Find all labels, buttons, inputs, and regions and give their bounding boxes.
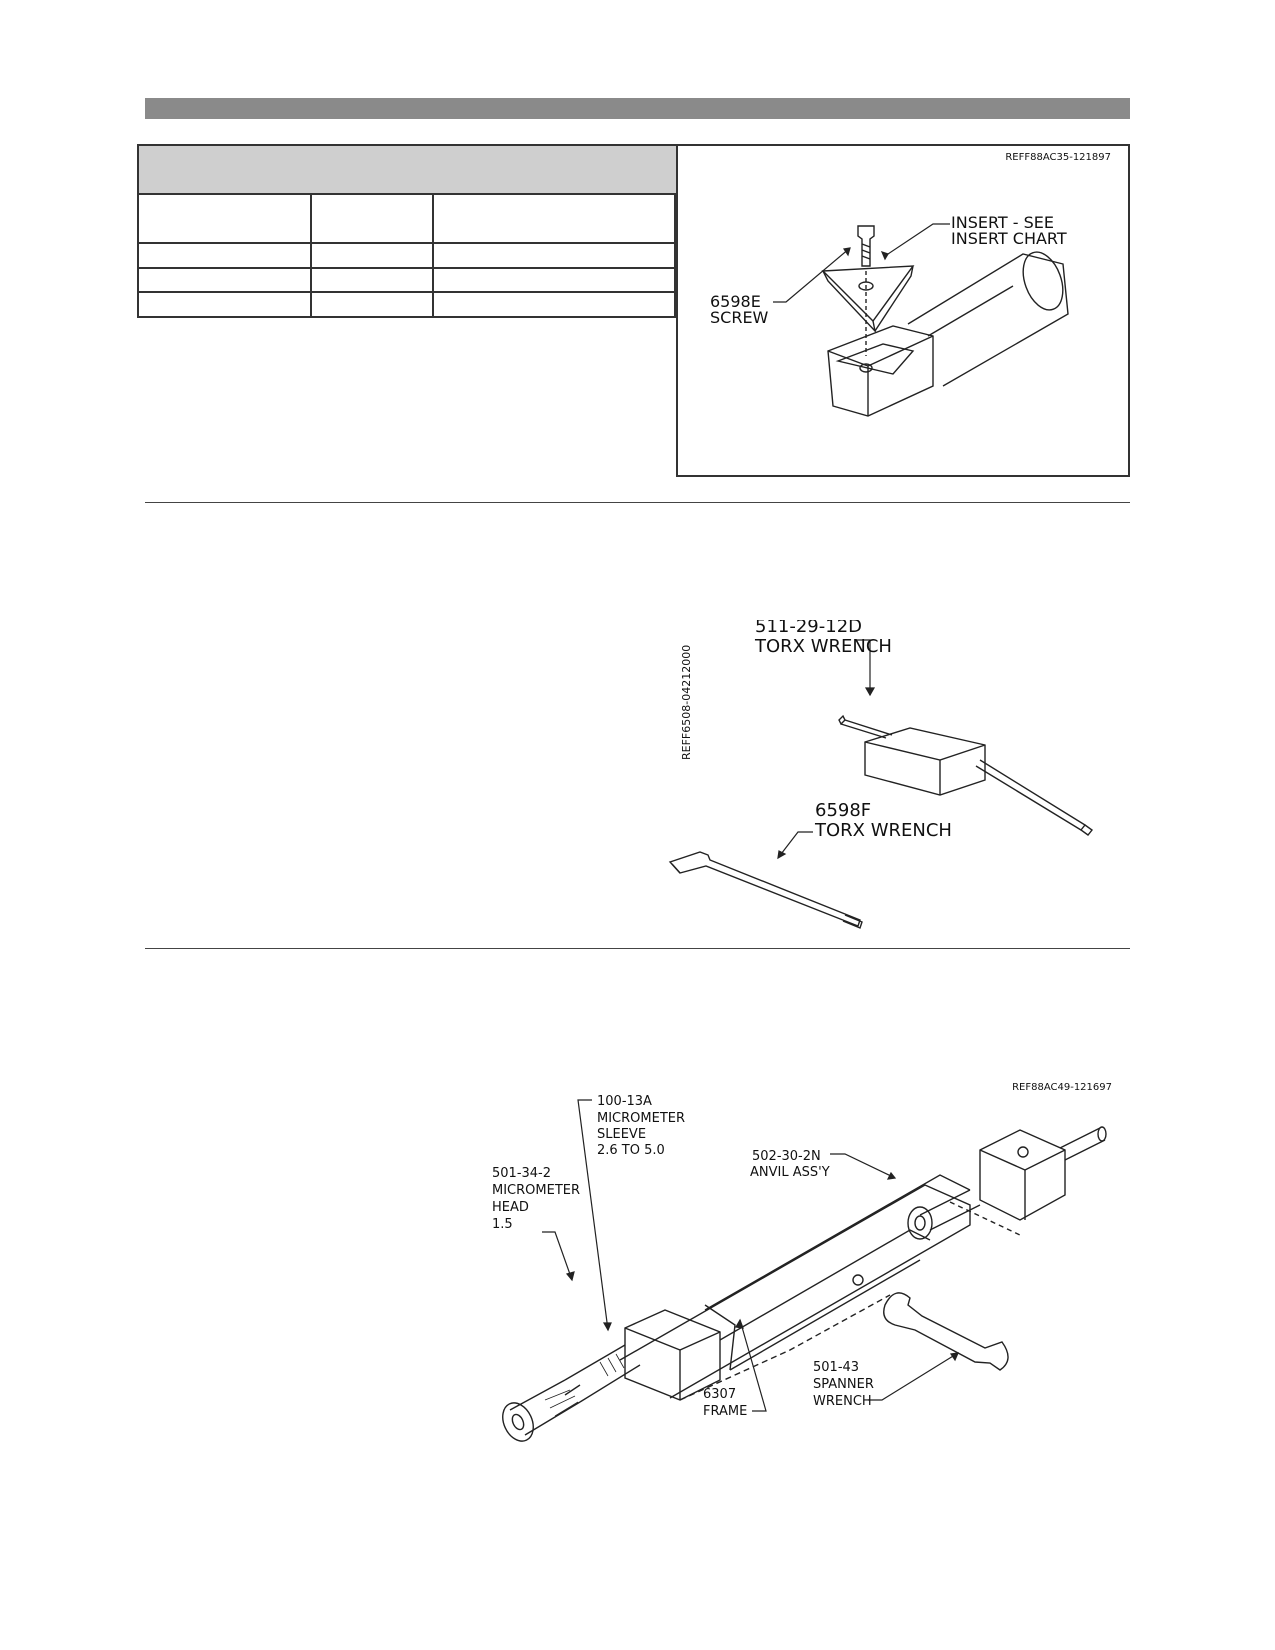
wrench1-label: TORX WRENCH [754,636,892,657]
wrench2-part-number: 6598F [815,800,871,821]
leader-lines [542,1099,959,1412]
table-cell [312,293,434,316]
section-header-bar [145,98,1130,119]
l-key-wrench [668,851,863,929]
table-header-row [139,195,676,244]
micrometer-fixture-drawing: REF88AC49-121697 [492,1082,1112,1442]
spanner-label-line1: SPANNER [813,1377,874,1392]
table-row [139,268,676,293]
leader-lines [777,639,876,860]
spanner-label-line2: WRENCH [813,1394,872,1409]
insert-label-line1: INSERT - SEE [951,213,1054,232]
screw-label: SCREW [710,308,769,327]
table-cell [139,244,312,267]
head-part-number: 501-34-2 [492,1166,551,1181]
table-row [139,244,676,269]
table-title-row [139,146,676,195]
frame-outline [502,1126,1107,1442]
figure-ref: REF88AC49-121697 [1012,1082,1112,1093]
table-cell [139,293,312,316]
table-cell [139,195,312,242]
table-cell [434,244,676,267]
tool-table [137,144,676,318]
insert-holder-drawing: REFF88AC35-121897 [710,152,1111,417]
table-cell [312,195,434,242]
head-label-line2: HEAD [492,1200,529,1215]
screw-part-number: 6598E [710,292,761,311]
insert-label-line2: INSERT CHART [951,229,1067,248]
wrench1-part-number: 511-29-12D [755,620,862,637]
head-size: 1.5 [492,1217,513,1232]
t-handle-wrench [838,714,1094,836]
table-cell [312,244,434,267]
figure-insert-holder: REFF88AC35-121897 [676,144,1130,477]
table-row [139,293,676,318]
anvil-label: ANVIL ASS'Y [750,1165,830,1180]
wrench2-label: TORX WRENCH [814,820,952,841]
table-cell [312,268,434,291]
leader-lines [773,223,950,303]
figure-ref: REFF6508-04212000 [680,645,693,760]
frame-label: FRAME [703,1404,747,1419]
table-cell [139,268,312,291]
section-divider [145,948,1130,949]
table-cell [434,293,676,316]
sleeve-label-line2: SLEEVE [597,1127,646,1142]
frame-part-number: 6307 [703,1387,736,1402]
sleeve-part-number: 100-13A [597,1094,652,1109]
head-label-line1: MICROMETER [492,1183,580,1198]
boring-bar-outline [821,225,1069,417]
sleeve-label-line1: MICROMETER [597,1111,685,1126]
sleeve-range: 2.6 TO 5.0 [597,1143,665,1158]
section-divider [145,502,1130,503]
figure-ref: REFF88AC35-121897 [1005,152,1111,163]
spanner-wrench [883,1292,1009,1371]
table-cell [434,195,676,242]
torx-wrench-drawing: REFF6508-04212000 511-29-12D TORX WRENCH… [668,620,1094,929]
table-cell [434,268,676,291]
anvil-part-number: 502-30-2N [752,1149,821,1164]
spanner-part-number: 501-43 [813,1360,859,1375]
